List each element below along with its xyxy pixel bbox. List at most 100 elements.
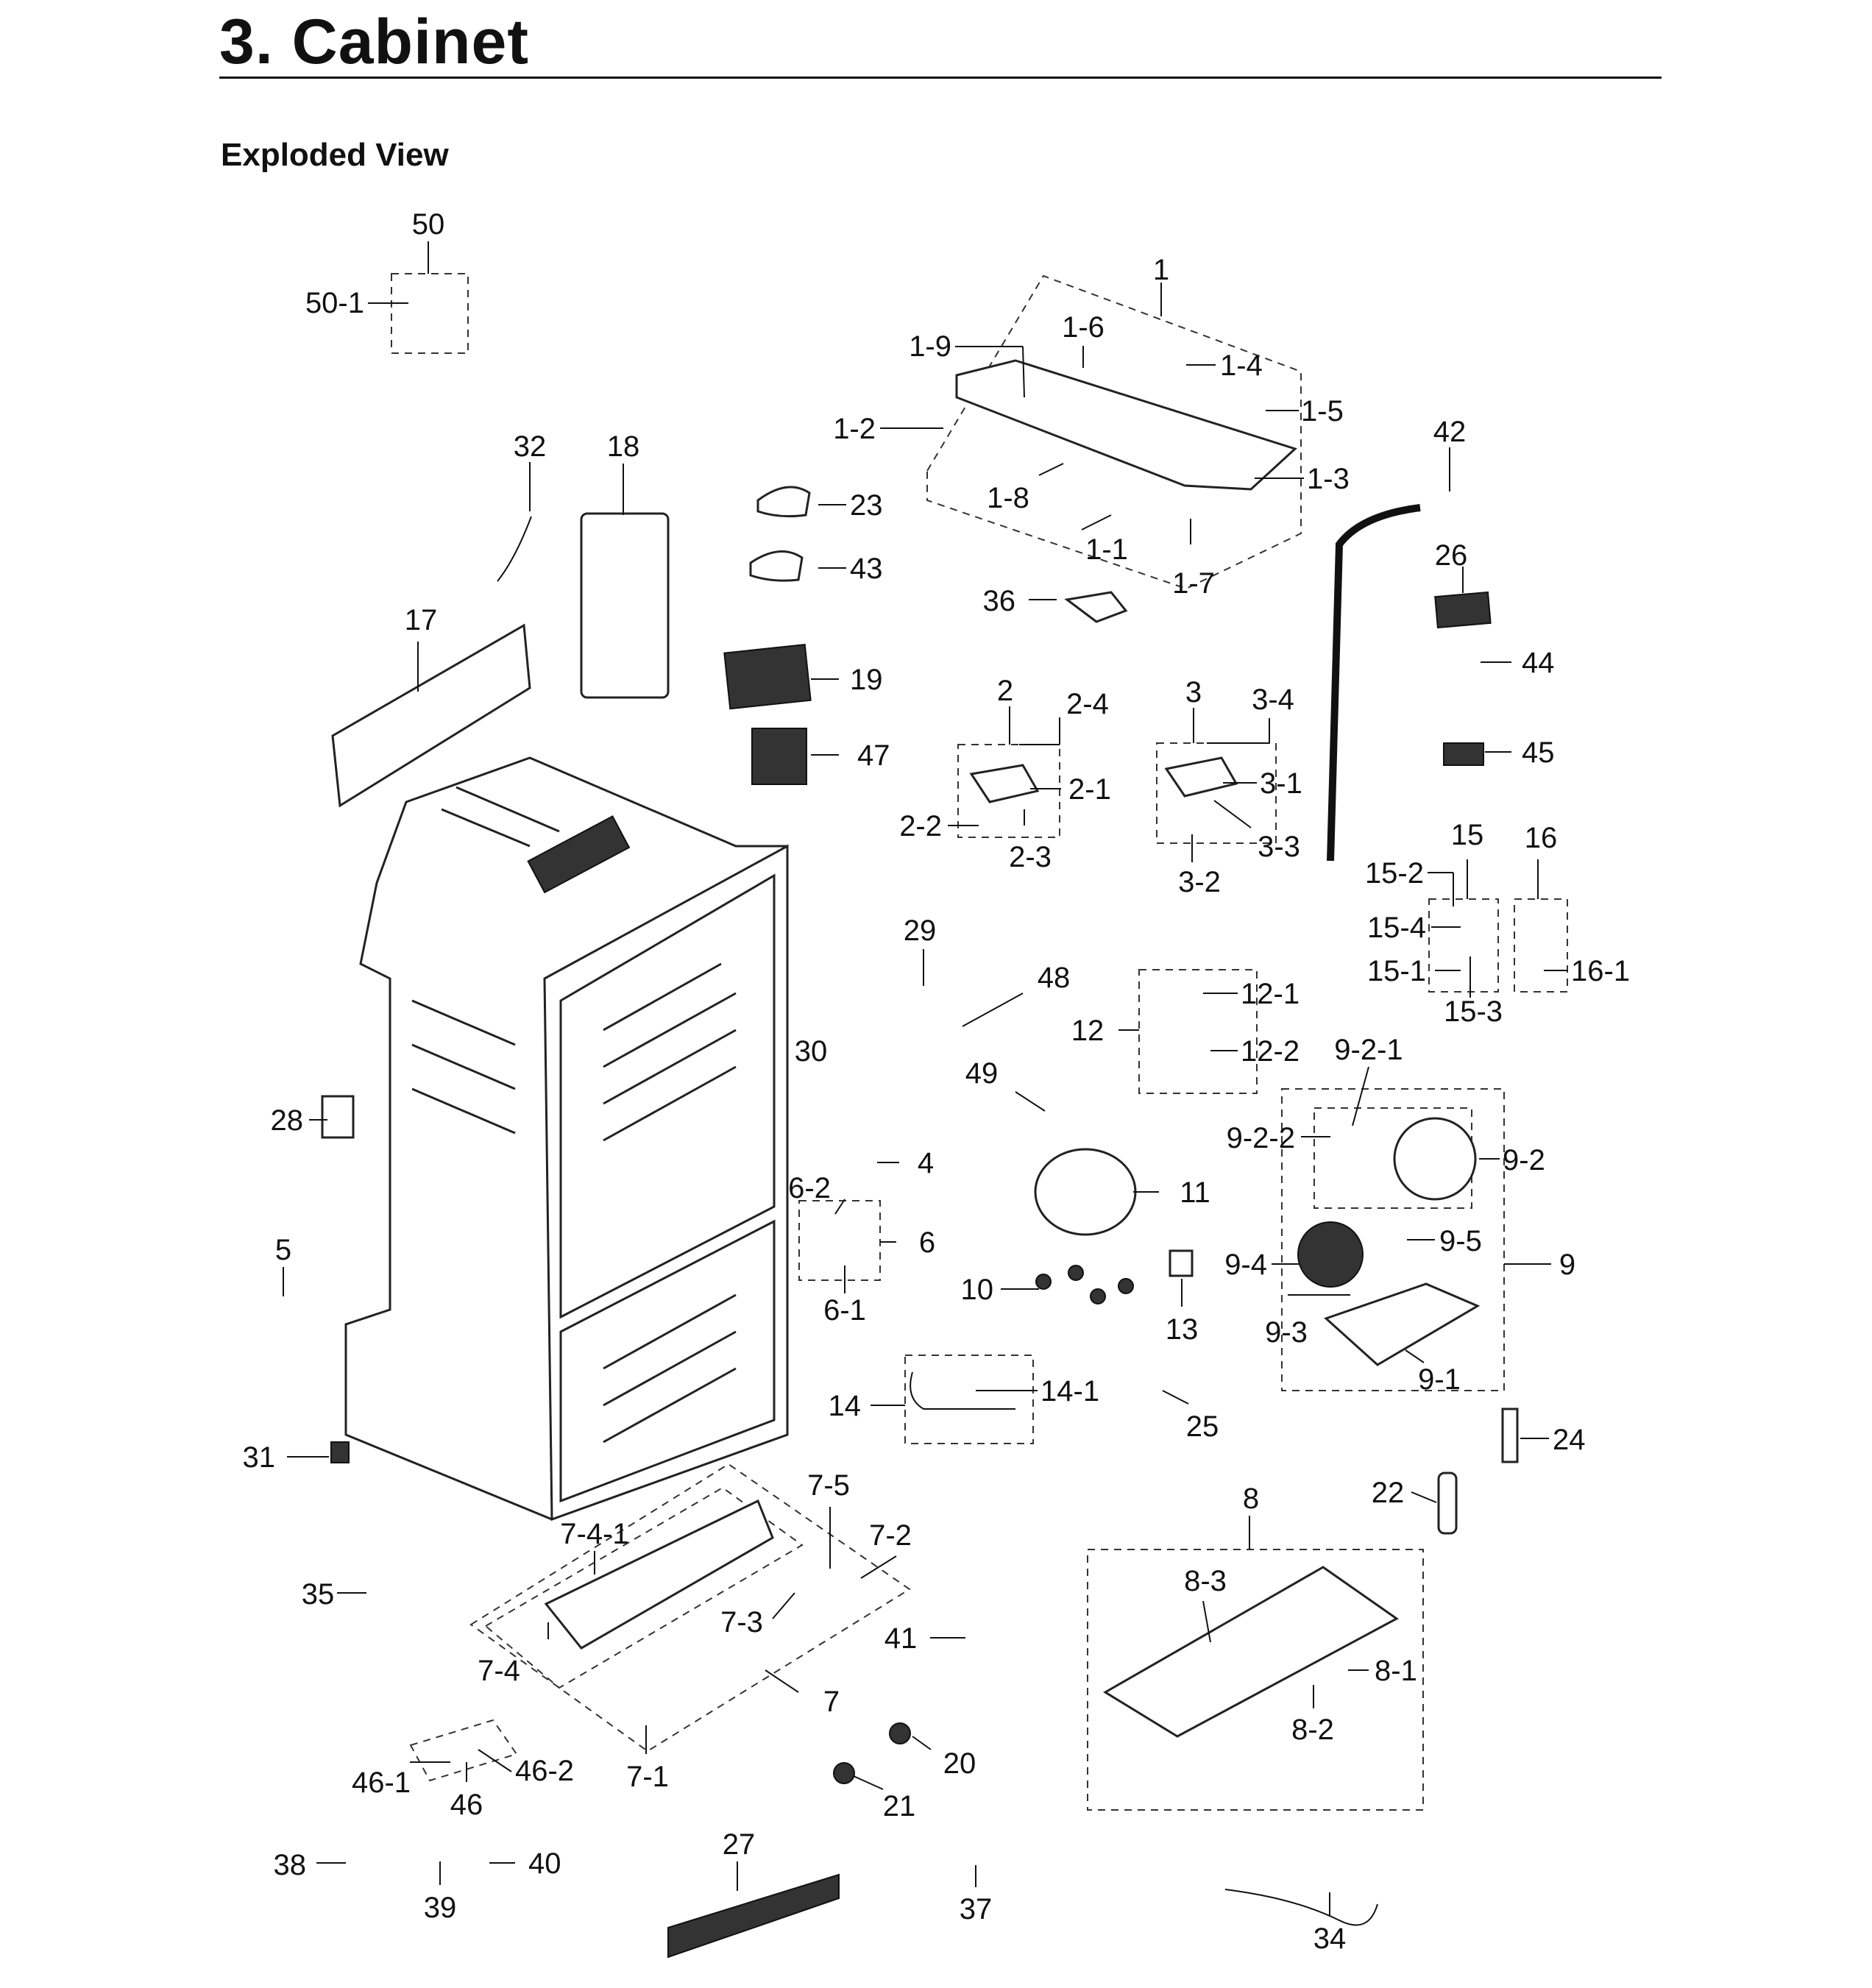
callout-labels: 50 50-1 1 1-9 1-6 1-4 1-5 1-2 1-3 1-8 1-… xyxy=(243,208,1631,1955)
group-outlines xyxy=(391,273,1568,1811)
filter-22 xyxy=(1437,1472,1458,1535)
callout-label: 15-2 xyxy=(1365,857,1424,890)
hinge-43 xyxy=(749,550,804,582)
callout-label: 3-4 xyxy=(1252,684,1294,716)
tube-42 xyxy=(1327,504,1421,862)
part-21 xyxy=(833,1762,855,1784)
hinge-2 xyxy=(969,764,1040,803)
drawer-rail-7-4 xyxy=(544,1499,774,1650)
part-20 xyxy=(889,1722,911,1744)
callout-label: 7-5 xyxy=(807,1469,850,1502)
callout-label: 9-3 xyxy=(1265,1316,1308,1349)
callout-label: 29 xyxy=(904,915,937,947)
callout-label: 1-6 xyxy=(1062,311,1105,344)
group-16-box xyxy=(1514,898,1568,993)
callout-label: 9-5 xyxy=(1439,1225,1482,1257)
exploded-view-heading: Exploded View xyxy=(221,137,449,173)
callout-label: 15-3 xyxy=(1444,995,1503,1028)
callout-label: 26 xyxy=(1435,539,1468,572)
part-shapes xyxy=(321,359,1519,1959)
callout-label: 19 xyxy=(850,664,883,696)
top-cover-1-3 xyxy=(955,359,1297,491)
cord-32 xyxy=(497,516,532,582)
group-9-box xyxy=(1281,1088,1505,1391)
callout-label: 18 xyxy=(607,430,640,463)
hinge-3 xyxy=(1164,756,1238,798)
callout-label: 43 xyxy=(850,553,883,585)
callout-label: 3 xyxy=(1185,676,1202,709)
callout-label: 31 xyxy=(243,1441,276,1474)
callout-label: 9-2-1 xyxy=(1334,1034,1403,1066)
callout-label: 12 xyxy=(1071,1015,1105,1047)
grommet-10-d xyxy=(1118,1278,1134,1294)
leader-lines xyxy=(283,241,1567,1917)
callout-label: 7 xyxy=(823,1686,840,1718)
callout-label: 3-1 xyxy=(1260,767,1302,800)
group-7-box xyxy=(469,1463,911,1753)
grommet-10-a xyxy=(1035,1274,1052,1290)
panel-18 xyxy=(580,512,670,699)
group-50-box xyxy=(391,273,469,354)
pcb-47 xyxy=(751,728,807,785)
callout-label: 7-1 xyxy=(626,1761,669,1793)
callout-label: 1-3 xyxy=(1307,463,1350,495)
callout-label: 12-1 xyxy=(1241,978,1300,1010)
callout-label: 2-1 xyxy=(1068,773,1111,806)
callout-label: 44 xyxy=(1522,647,1555,679)
callout-label: 15-1 xyxy=(1367,955,1426,987)
callout-label: 28 xyxy=(271,1104,304,1137)
callout-label: 1-9 xyxy=(909,330,951,363)
callout-label: 10 xyxy=(961,1274,994,1306)
callout-label: 21 xyxy=(883,1790,916,1822)
callout-label: 2-3 xyxy=(1009,841,1052,873)
callout-label: 6-1 xyxy=(823,1294,866,1327)
callout-label: 7-4-1 xyxy=(560,1518,628,1550)
hinge-23 xyxy=(756,486,811,518)
callout-label: 14 xyxy=(829,1390,862,1422)
callout-label: 27 xyxy=(723,1828,756,1861)
group-14-box xyxy=(904,1355,1034,1444)
callout-label: 34 xyxy=(1313,1923,1347,1955)
callout-label: 8-1 xyxy=(1375,1655,1417,1687)
group-12-box xyxy=(1138,969,1258,1094)
callout-label: 30 xyxy=(795,1035,828,1068)
callout-label: 17 xyxy=(405,604,438,636)
callout-label: 46 xyxy=(450,1789,483,1821)
callout-label: 45 xyxy=(1522,736,1555,769)
callout-label: 41 xyxy=(884,1622,918,1655)
grommet-10-c xyxy=(1090,1288,1106,1304)
base-plate-8-3 xyxy=(1103,1566,1399,1738)
callout-label: 36 xyxy=(983,585,1016,617)
callout-label: 11 xyxy=(1180,1176,1210,1209)
callout-label: 8-3 xyxy=(1184,1565,1227,1597)
callout-label: 7-4 xyxy=(478,1655,520,1687)
grommet-10-b xyxy=(1068,1265,1084,1281)
compressor-11 xyxy=(1034,1148,1137,1236)
rear-panel-17 xyxy=(331,623,531,808)
callout-label: 23 xyxy=(850,489,883,522)
callout-label: 9 xyxy=(1559,1249,1575,1281)
callout-label: 38 xyxy=(274,1849,307,1881)
callout-label: 24 xyxy=(1553,1424,1586,1456)
callout-label: 7-2 xyxy=(869,1519,912,1552)
callout-label: 6-2 xyxy=(788,1172,831,1204)
title-rule xyxy=(219,77,1662,79)
group-46-box xyxy=(409,1719,518,1782)
callout-label: 40 xyxy=(528,1847,561,1880)
fan-shroud-9-2 xyxy=(1393,1117,1477,1201)
cabinet-shell xyxy=(344,756,789,1522)
callout-label: 3-3 xyxy=(1258,831,1300,863)
callout-label: 50 xyxy=(412,208,445,241)
callout-label: 15 xyxy=(1451,819,1484,851)
callout-label: 8 xyxy=(1243,1483,1259,1515)
callout-label: 22 xyxy=(1372,1477,1405,1509)
fan-motor-9-4 xyxy=(1297,1221,1364,1288)
part-28 xyxy=(321,1095,355,1139)
callout-label: 50-1 xyxy=(305,287,364,319)
callout-label: 9-2-2 xyxy=(1227,1122,1295,1154)
callout-label: 46-2 xyxy=(515,1755,574,1787)
part-24 xyxy=(1501,1407,1519,1463)
callout-label: 1-2 xyxy=(833,413,876,445)
group-1-box xyxy=(926,274,1302,590)
